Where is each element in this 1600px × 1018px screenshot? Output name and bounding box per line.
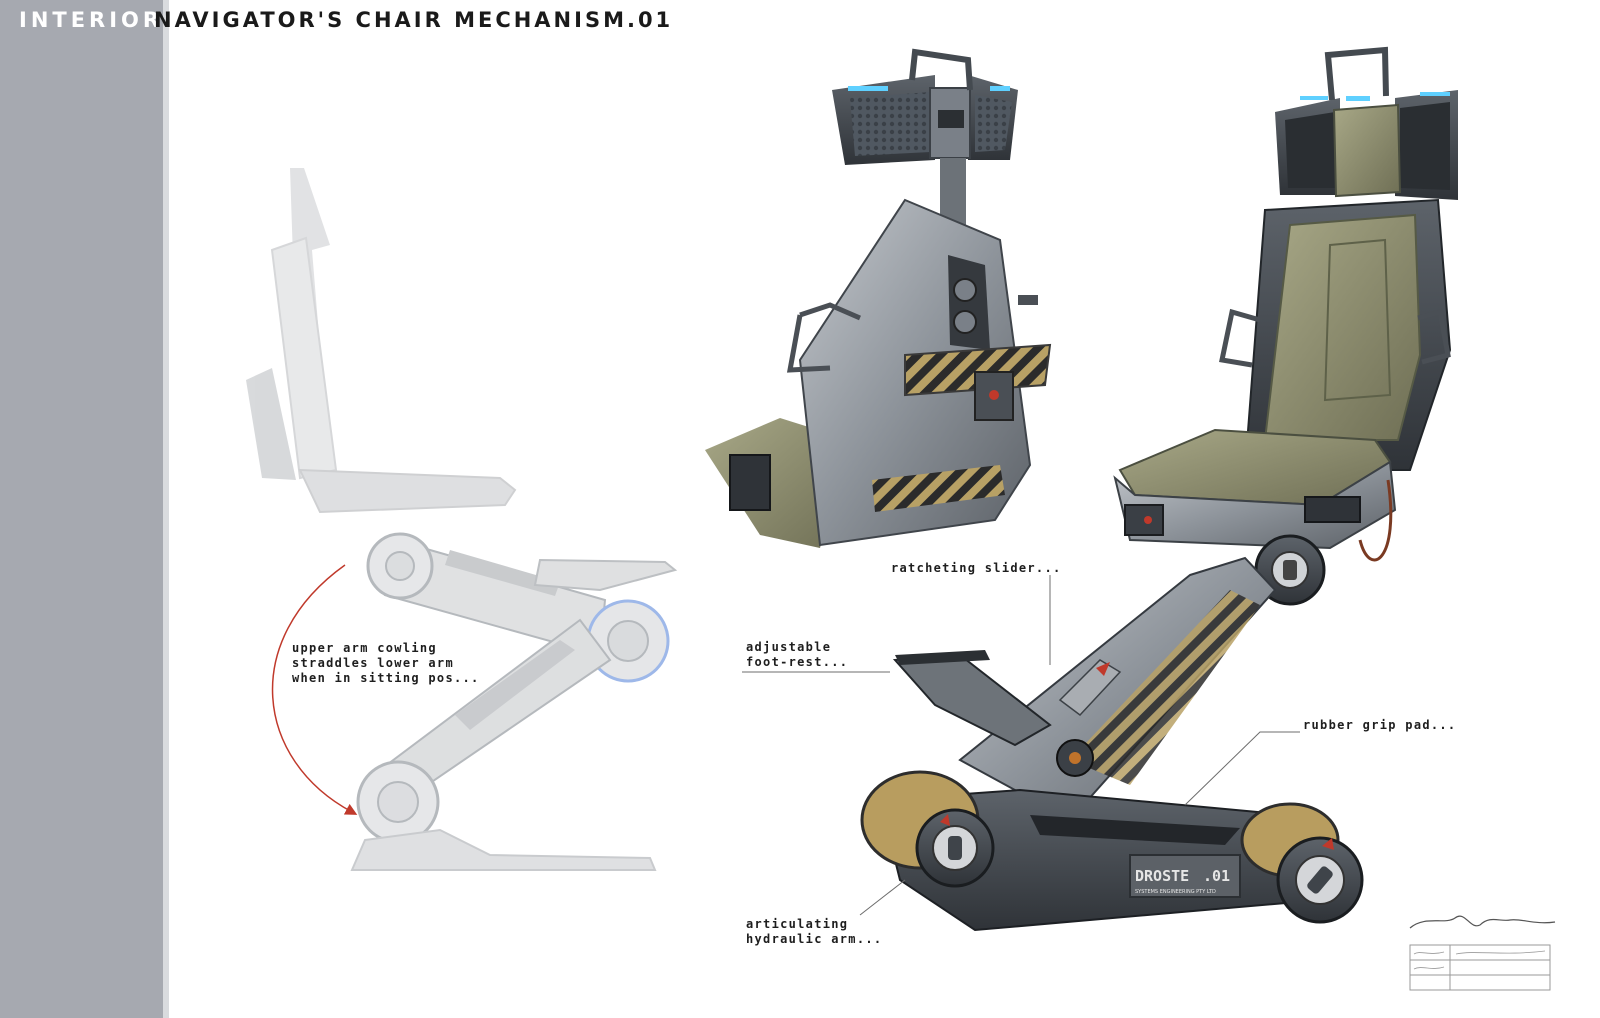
callout-leaders bbox=[742, 575, 1300, 916]
handle bbox=[909, 48, 973, 91]
callout-ratcheting-slider: ratcheting slider... bbox=[891, 561, 1062, 575]
upper-arm-schematic bbox=[366, 532, 607, 657]
callout-adjustable-foot-rest: adjustable foot-rest... bbox=[746, 640, 849, 669]
callout-articulating-hydraulic-arm: articulating hydraulic arm... bbox=[746, 917, 883, 946]
front-view-chair: DROSTE .01 SYSTEMS ENGINEERING PTY LTD bbox=[860, 46, 1458, 932]
callout-rubber-grip-pad: rubber grip pad... bbox=[1303, 718, 1457, 732]
section-label: INTERIOR: bbox=[19, 8, 176, 32]
sidebar-edge bbox=[163, 0, 169, 1018]
model-decal: .01 bbox=[1203, 867, 1230, 885]
handle bbox=[1324, 46, 1389, 101]
brand-subtitle: SYSTEMS ENGINEERING PTY LTD bbox=[1135, 889, 1216, 895]
signature-block bbox=[1409, 915, 1556, 991]
page-title: NAVIGATOR'S CHAIR MECHANISM.01 bbox=[154, 8, 674, 32]
title-bar: INTERIOR: NAVIGATOR'S CHAIR MECHANISM.01 bbox=[0, 6, 673, 34]
motion-arrow bbox=[271, 564, 358, 815]
left-sidebar-band bbox=[0, 0, 163, 1018]
brand-decal: DROSTE bbox=[1135, 867, 1189, 885]
foot-rest bbox=[892, 653, 1052, 747]
artist-signature bbox=[1409, 915, 1556, 929]
side-view-schematic bbox=[246, 168, 678, 871]
callout-upper-arm-cowling: upper arm cowling straddles lower arm wh… bbox=[292, 641, 480, 685]
rear-view-chair bbox=[705, 48, 1052, 548]
